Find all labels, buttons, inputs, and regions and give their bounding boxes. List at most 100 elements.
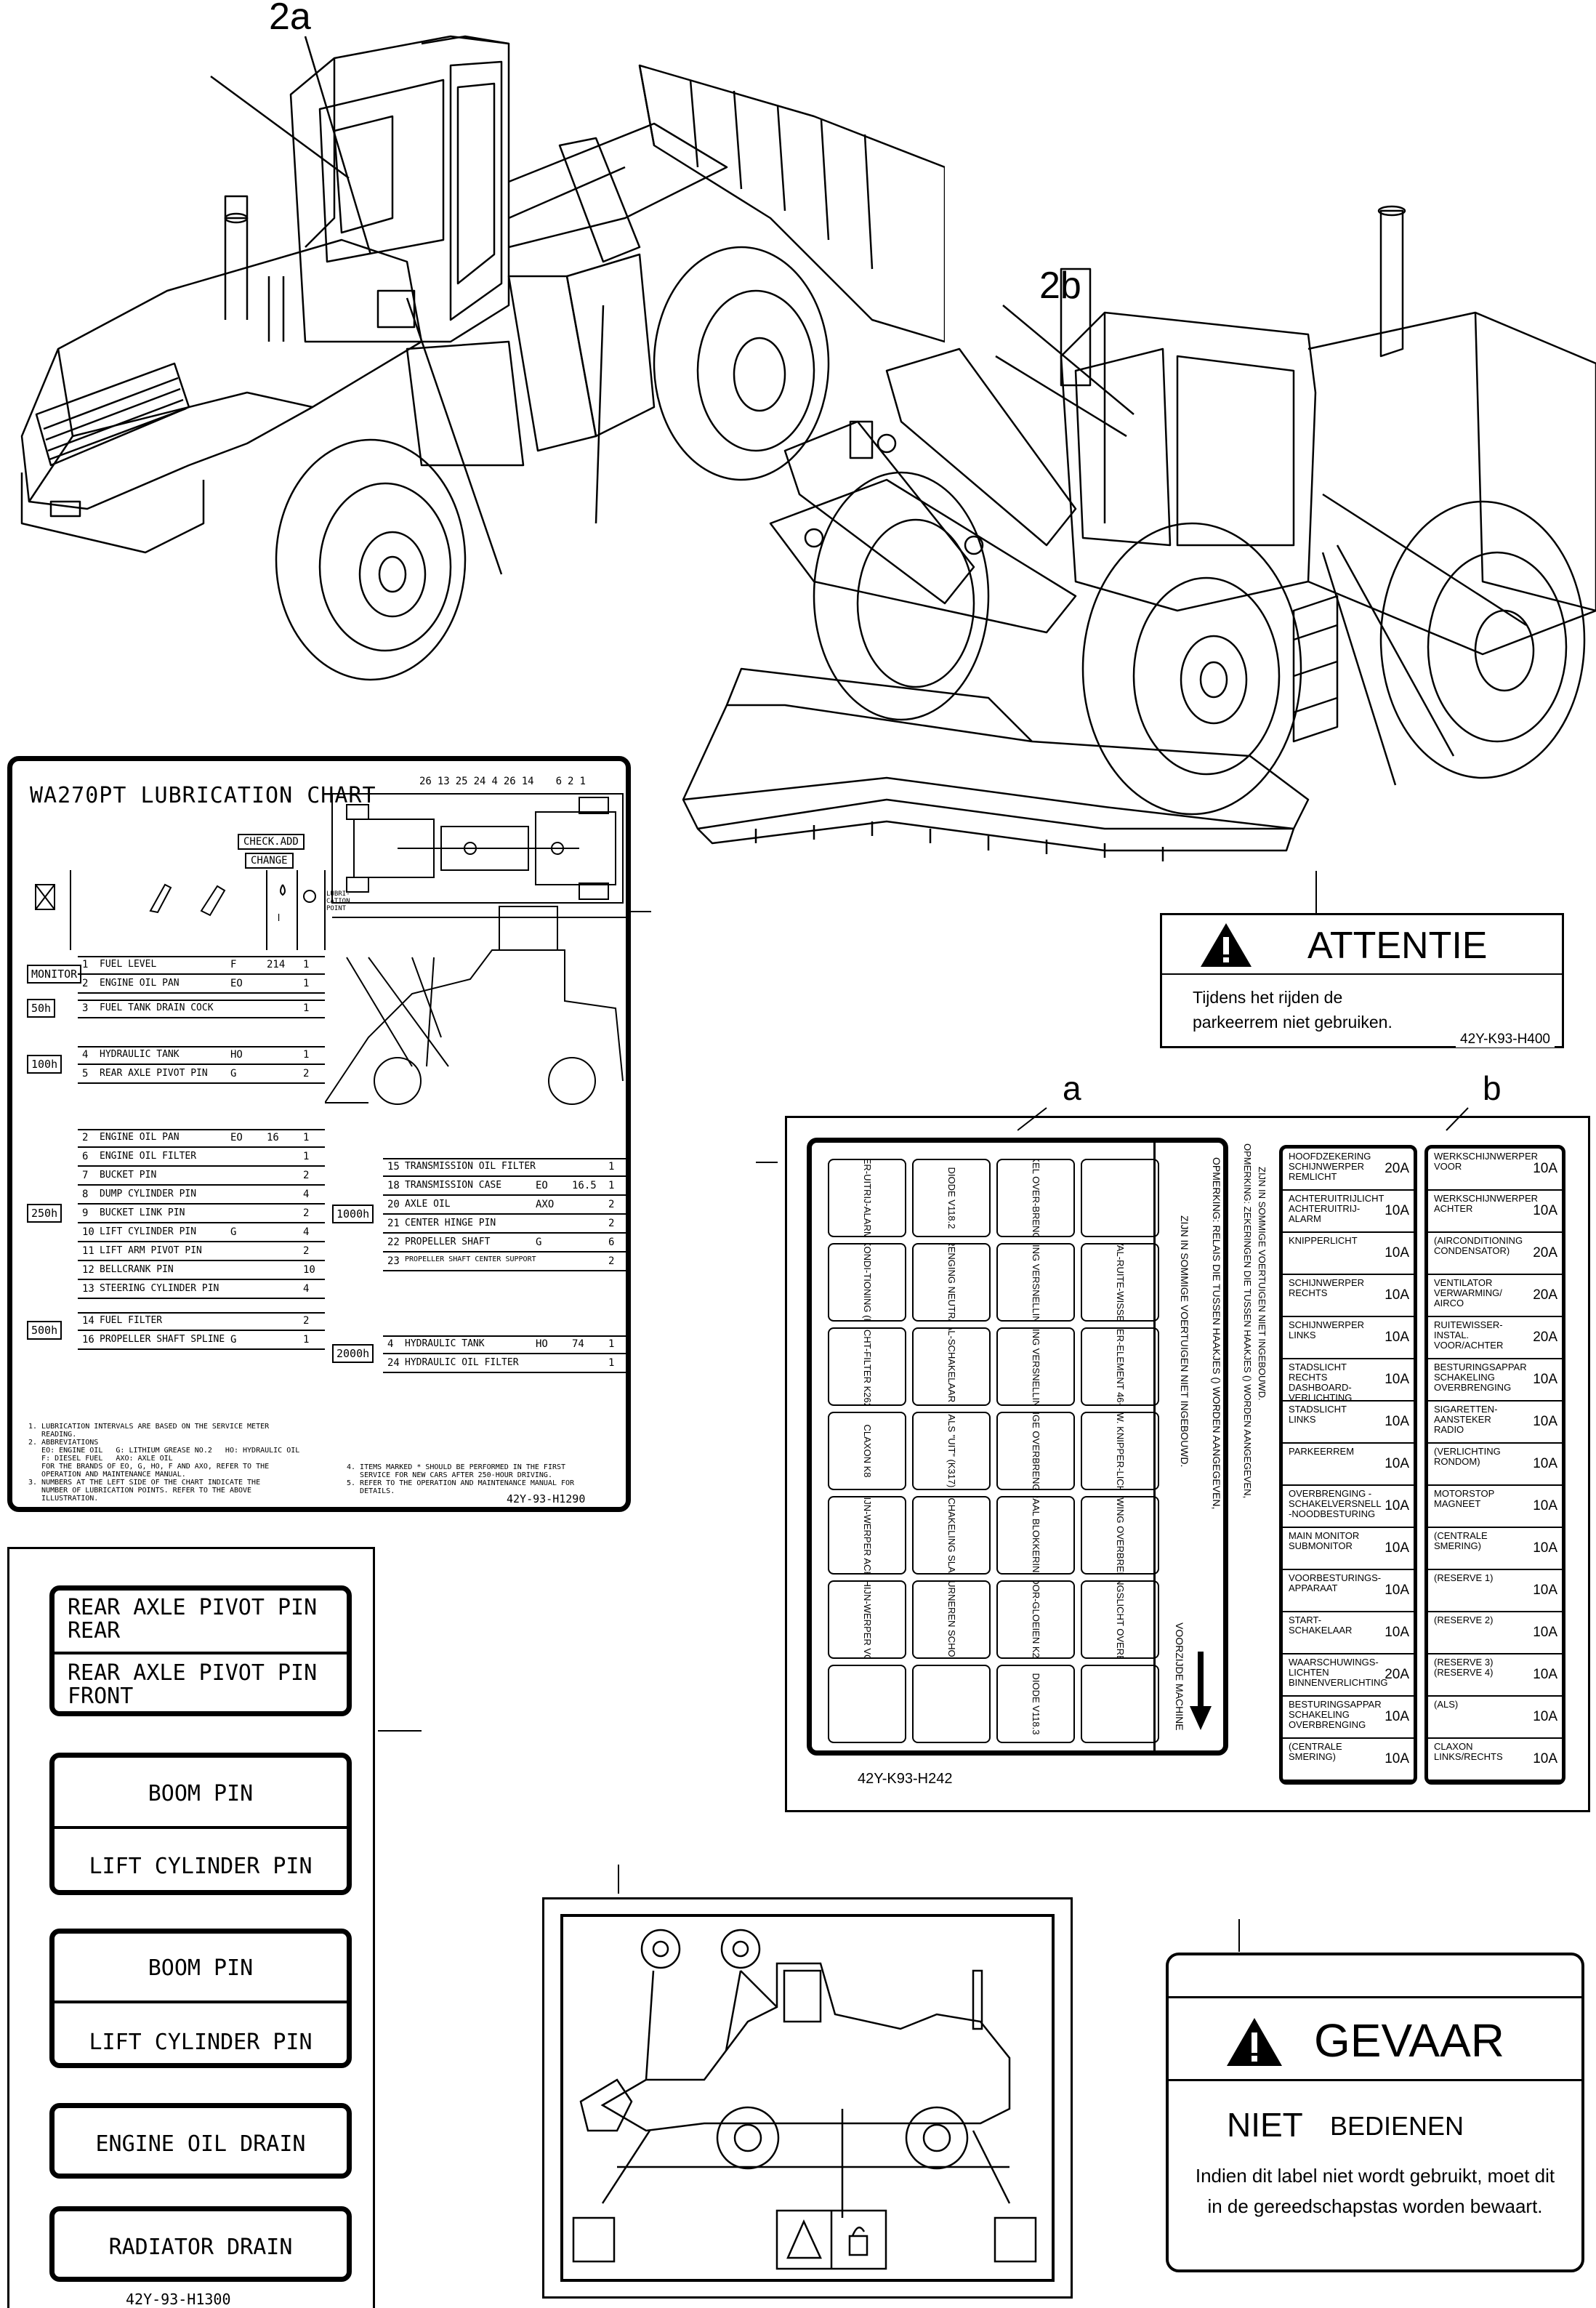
fuse-row: (RESERVE 1)10A: [1428, 1570, 1562, 1612]
lube-row-no: 5: [82, 1068, 89, 1079]
lube-row-code: G: [536, 1237, 542, 1248]
lube-top-number: 14: [521, 776, 534, 787]
plate-code: 42Y-93-H1300: [126, 2291, 231, 2308]
fuse-row-label: SCHIJNWERPER RECHTS: [1289, 1277, 1365, 1298]
lube-row-points: 6: [608, 1237, 615, 1248]
fuse-relay-label: WAARSCHUW. KNIPPER-LICHTEN K101.1: [1114, 1413, 1126, 1489]
lube-interval-tag: 250h: [27, 1204, 63, 1223]
plate-leader: [378, 1730, 422, 1732]
fuse-relay-label: DIODE V118.3: [1031, 1673, 1041, 1735]
callout-2b: 2b: [1039, 265, 1081, 307]
gevaar-title: GEVAAR: [1314, 2014, 1504, 2067]
lube-row: [78, 1205, 325, 1223]
lube-interval-tag: 50h: [27, 999, 56, 1018]
fuse-relay-slot: KNIPPER-ELEMENT 46+1 K67: [1081, 1327, 1159, 1406]
lube-row-name: PROPELLER SHAFT CENTER SUPPORT: [405, 1255, 536, 1263]
lube-interval-tag: 500h: [27, 1321, 63, 1340]
fuse-row-label: (ALS): [1434, 1699, 1459, 1710]
lube-row-qty: 16: [267, 1132, 279, 1143]
attentie-code: 42Y-K93-H400: [1456, 1032, 1555, 1048]
lube-note-line: 5. REFER TO THE OPERATION AND MAINTENANC…: [347, 1479, 575, 1487]
fuse-row-amperage: 10A: [1533, 1161, 1557, 1176]
plate-radiator-drain: RADIATOR DRAIN: [49, 2206, 352, 2282]
lube-row-points: 1: [608, 1338, 615, 1350]
lube-row-name: FUEL LEVEL: [100, 959, 157, 970]
lube-row: [383, 1196, 630, 1215]
fuse-row-amperage: 10A: [1533, 1203, 1557, 1218]
lube-row-code: G: [230, 1334, 237, 1346]
fuse-row: (CENTRALE SMERING)10A: [1283, 1739, 1414, 1781]
fuse-frame: [785, 1116, 1590, 1812]
plate-engine-oil-drain: ENGINE OIL DRAIN: [49, 2103, 352, 2179]
arrow-down-icon: [1190, 1652, 1212, 1730]
lube-row-no: 1: [82, 959, 89, 970]
fuse-row: (AIRCONDITIONING CONDENSATOR) 20A: [1428, 1233, 1562, 1275]
fuse-row-amperage: 10A: [1533, 1414, 1557, 1429]
lube-row-name: LIFT CYLINDER PIN: [100, 1226, 197, 1237]
lube-row: [78, 1186, 325, 1205]
fuse-relay-label: LUCHT-FILTER K262.1: [862, 1327, 873, 1406]
lube-top-number: 6: [555, 776, 563, 787]
lube-note-line: 2. ABBREVIATIONS: [28, 1439, 99, 1447]
lube-row-qty: 74: [572, 1338, 584, 1350]
lube-row-name: BUCKET PIN: [100, 1170, 157, 1181]
lube-top-number: 13: [437, 776, 450, 787]
lube-row-name: ENGINE OIL PAN: [100, 978, 180, 989]
fuse-row-label: KNIPPERLICHT: [1289, 1235, 1358, 1246]
fuse-row-label: VENTILATOR VERWARMING/ AIRCO: [1434, 1277, 1502, 1308]
lube-row-points: 2: [303, 1245, 310, 1257]
lube-row: [383, 1158, 630, 1177]
lube-row-name: PROPELLER SHAFT SPLINE: [100, 1334, 225, 1345]
lube-row-points: 1: [303, 1049, 310, 1061]
fuse-relay-slot: AIR-KONDI-TIONING (K292): [828, 1243, 906, 1322]
lube-row-points: 1: [303, 959, 310, 970]
lube-row-no: 10: [82, 1226, 94, 1238]
fuse-row-label: (AIRCONDITIONING CONDENSATOR): [1434, 1235, 1523, 1256]
lube-row-points: 4: [303, 1189, 310, 1200]
fuse-row-label: STADSLICHT RECHTS DASHBOARD-VERLICHTING: [1289, 1362, 1353, 1403]
fuse-relay-slot: INTERVAL-RUITE-WISSER K337: [1081, 1243, 1159, 1322]
lube-row: [383, 1354, 630, 1373]
lube-top-number: 2: [568, 776, 574, 787]
attentie-leader: [1315, 871, 1317, 914]
lube-note-line: EO: ENGINE OIL G: LITHIUM GREASE NO.2 HO…: [28, 1447, 300, 1455]
fuse-row-amperage: 10A: [1385, 1498, 1409, 1513]
fuse-row-amperage: 20A: [1385, 1667, 1409, 1682]
lube-lubri-point-header: LUBRI-CATION POINT: [326, 890, 350, 912]
lube-row-name: DUMP CYLINDER PIN: [100, 1189, 197, 1199]
fuse-relay-label: HANDMATIGE OVERBRENGING KOP7: [1030, 1413, 1041, 1489]
lube-note-line: 1. LUBRICATION INTERVALS ARE BASED ON TH…: [28, 1423, 270, 1431]
lube-note-line: READING.: [28, 1431, 77, 1439]
fuse-relay-label: AANDUIDING VERSNELLING K425.2: [1030, 1329, 1041, 1404]
fuse-row-amperage: 20A: [1533, 1245, 1557, 1260]
lube-row-name: REAR AXLE PIVOT PIN: [100, 1068, 208, 1079]
fuse-relay-slot: VOOR-GLOEIEN K282: [996, 1580, 1075, 1659]
loader-front-illustration: 2b: [682, 205, 1596, 861]
fuse-row-amperage: 20A: [1385, 1161, 1409, 1176]
fuse-row-label: WERKSCHIJNWERPER ACHTER: [1434, 1193, 1539, 1214]
lube-row-no: 12: [82, 1264, 94, 1276]
fuse-relay-label: ACHTER-UITRIJ-ALARM K385: [862, 1159, 873, 1237]
lube-row-name: LIFT ARM PIVOT PIN: [100, 1245, 202, 1256]
lube-row-points: 1: [303, 1132, 310, 1143]
attentie-line2: parkeerrem niet gebruiken.: [1193, 1013, 1393, 1032]
lube-row-points: 2: [608, 1199, 615, 1210]
gevaar-line1: Indien dit label niet wordt gebruikt, mo…: [1195, 2165, 1555, 2187]
lube-top-number: 25: [455, 776, 468, 787]
fuse-row-amperage: 10A: [1385, 1751, 1409, 1766]
plate-rear-axle-rear-line2: REAR: [68, 1618, 121, 1644]
lube-row-code: EO: [536, 1180, 548, 1191]
fuse-row-amperage: 10A: [1533, 1667, 1557, 1682]
fuse-relay-slot: WAARSCHUWING OVERBRENGING K335: [1081, 1496, 1159, 1575]
fuse-panel-b: OPMERKING: ZEKERINGEN DIE TUSSEN HAAKJES…: [1240, 1138, 1576, 1792]
fuse-row-amperage: 10A: [1533, 1751, 1557, 1766]
lube-row-code: HO: [536, 1338, 548, 1350]
fuse-row-amperage: 10A: [1533, 1372, 1557, 1387]
lube-row-points: 2: [303, 1068, 310, 1079]
lube-row-points: 2: [303, 1315, 310, 1327]
fuse-row-label: ACHTERUITRIJLICHT ACHTERUITRIJ-ALARM: [1289, 1193, 1385, 1224]
